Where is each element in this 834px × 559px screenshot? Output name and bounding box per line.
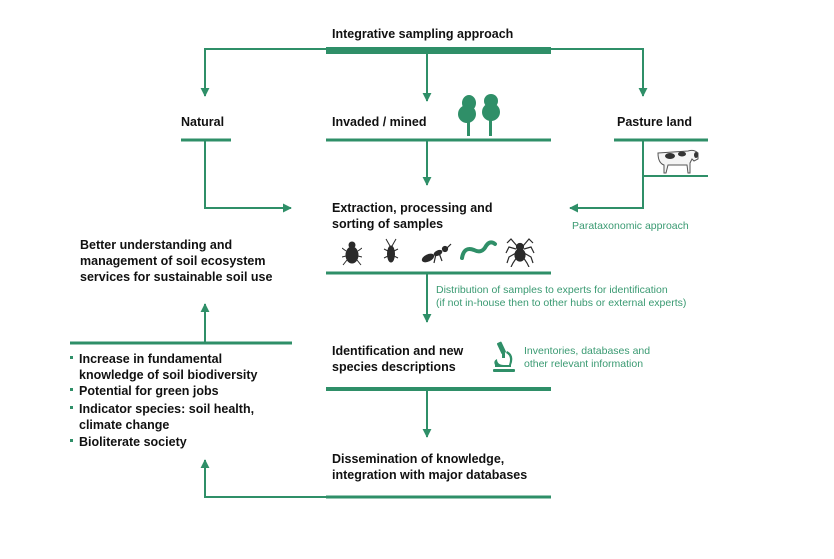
outcome-item-cont: knowledge of soil biodiversity [79,368,258,382]
cow-icon [657,149,699,174]
better-line1: Better understanding and [80,238,233,252]
diagram-title: Integrative sampling approach [332,27,514,41]
site-natural-label: Natural [181,115,225,129]
identification-line1: Identification and new [332,344,464,358]
springtail-icon [383,238,399,263]
distribution-line1: Distribution of samples to experts for i… [436,284,668,296]
parataxonomic-label: Parataxonomic approach [572,220,689,232]
microscope-icon [493,341,515,372]
inventories-line2: other relevant information [524,358,644,370]
better-line3: services for sustainable soil use [80,270,273,284]
ant-icon [421,243,452,264]
site-invaded-label: Invaded / mined [332,115,427,129]
title-bar [326,47,551,54]
extraction-line1: Extraction, processing and [332,201,493,215]
dissemination-line2: integration with major databases [332,468,528,482]
arrow-dissemination-to-outcomes [200,459,326,498]
outcome-item: Indicator species: soil health, [70,401,254,417]
distribution-line2: (if not in-house then to other hubs or e… [436,297,687,309]
arrow-natural-to-extraction [204,140,292,213]
arrow-pasture-to-extraction [569,176,644,213]
site-pasture-label: Pasture land [617,115,693,129]
extraction-line2: sorting of samples [332,217,444,231]
better-line2: management of soil ecosystem [80,254,266,268]
arrow-to-natural [200,48,326,97]
outcome-item: Potential for green jobs [70,383,219,399]
outcome-item: Increase in fundamental [70,351,222,367]
outcome-item: Bioliterate society [70,434,187,450]
identification-line2: species descriptions [332,360,456,374]
arrow-to-pasture [551,48,648,97]
dissemination-line1: Dissemination of knowledge, [332,452,505,466]
outcome-item-cont: climate change [79,418,170,432]
spider-icon [505,238,535,267]
beetle-icon [342,241,362,266]
earthworm-icon [460,240,497,260]
trees-icon [458,94,500,136]
inventories-line1: Inventories, databases and [524,345,651,357]
